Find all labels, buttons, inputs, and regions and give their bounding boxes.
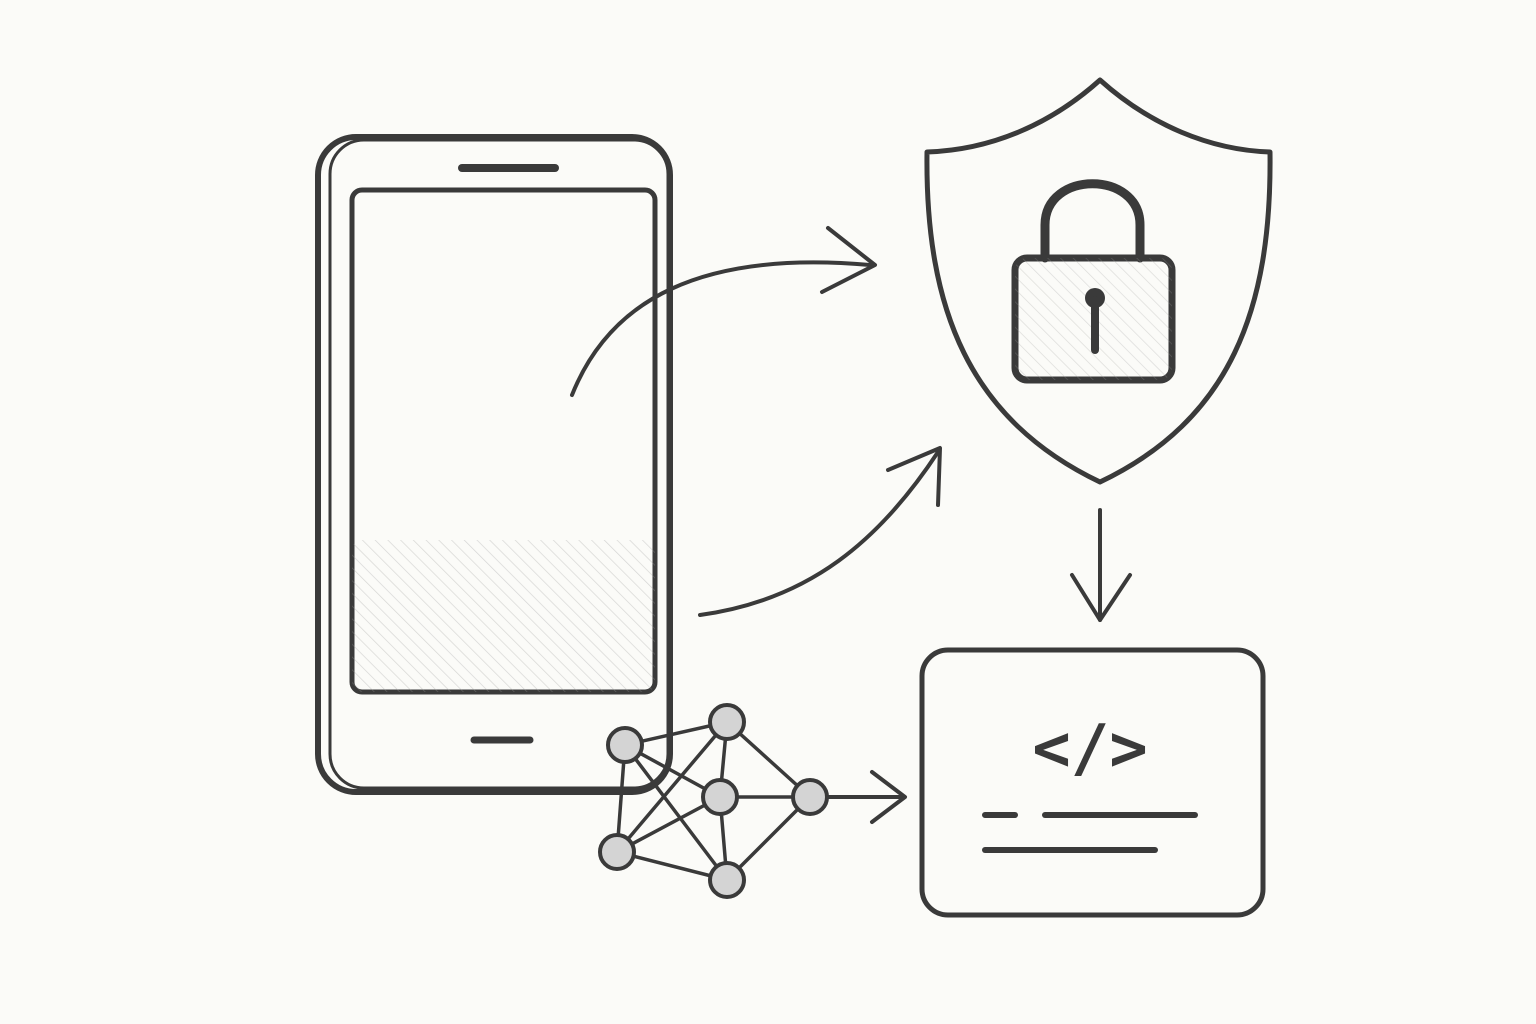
shield-icon xyxy=(924,77,1273,485)
neural-network-icon xyxy=(598,703,829,899)
lock-icon xyxy=(1011,179,1176,384)
code-symbol: </> xyxy=(1032,712,1148,786)
arrow-phone-to-shield-lower xyxy=(698,446,942,617)
smartphone-icon xyxy=(315,134,673,795)
arrow-network-to-code xyxy=(826,770,907,824)
arrow-shield-to-code xyxy=(1070,508,1132,622)
arrow-phone-to-shield-upper xyxy=(570,226,877,397)
code-window-icon: </> xyxy=(919,647,1266,918)
